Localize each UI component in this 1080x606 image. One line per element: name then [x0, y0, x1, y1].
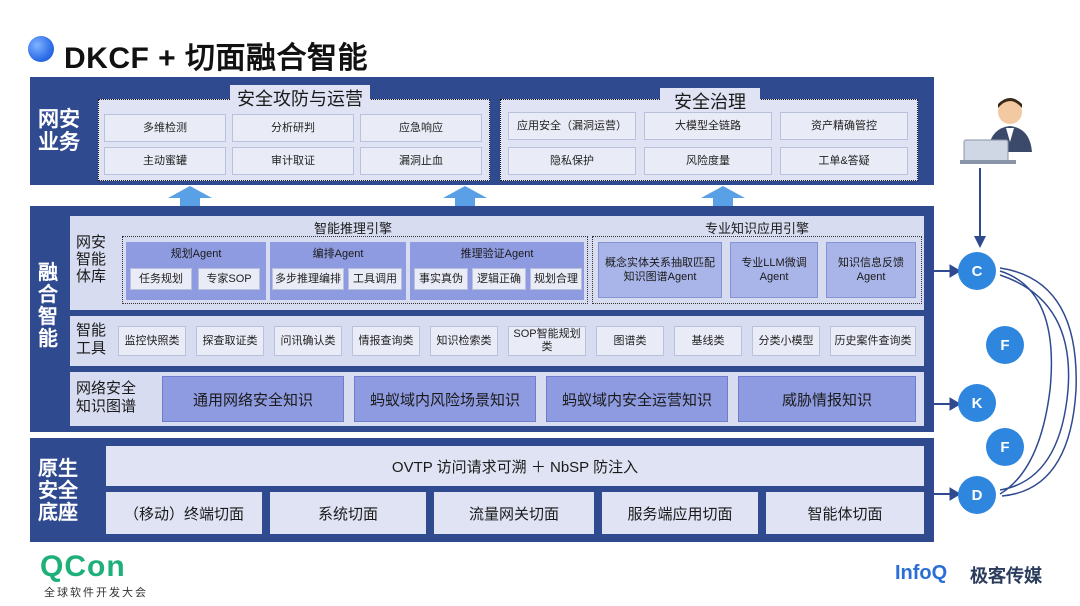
service-cell: 主动蜜罐: [104, 147, 226, 175]
loop-node-f: F: [986, 428, 1024, 466]
attack-defense-title: 安全攻防与运营: [230, 85, 370, 109]
loop-node-k: K: [958, 384, 996, 422]
agent-cell: 专家SOP: [198, 268, 260, 290]
base-cell: （移动）终端切面: [106, 492, 262, 534]
expert-agent-cell: 知识信息反馈 Agent: [826, 242, 916, 298]
tool-cell: 问讯确认类: [274, 326, 342, 356]
expert-engine-title: 专业知识应用引擎: [704, 221, 809, 236]
expert-agent-cell: 专业LLM微调 Agent: [730, 242, 818, 298]
base-cell: 系统切面: [270, 492, 426, 534]
tool-cell: 分类小模型: [752, 326, 820, 356]
service-cell: 审计取证: [232, 147, 354, 175]
qcon-subtitle: 全球软件开发大会: [44, 587, 148, 599]
agent-cell: 事实真伪: [414, 268, 468, 290]
loop-node-f: F: [986, 326, 1024, 364]
agent-lib-label: 网安 智能 体库: [76, 234, 107, 285]
base-cell: 服务端应用切面: [602, 492, 758, 534]
base-cell: 智能体切面: [766, 492, 924, 534]
service-cell: 大模型全链路: [644, 112, 772, 140]
kg-cell: 威胁情报知识: [738, 376, 916, 422]
tool-cell: SOP智能规划 类: [508, 326, 586, 356]
service-cell: 应用安全（漏洞运营）: [508, 112, 636, 140]
qcon-logo: QCon: [40, 550, 126, 583]
up-arrow-icon: [701, 186, 745, 208]
service-cell: 分析研判: [232, 114, 354, 142]
title-bullet-icon: [28, 36, 54, 62]
service-cell: 多维检测: [104, 114, 226, 142]
service-cell: 应急响应: [360, 114, 482, 142]
kg-cell: 蚂蚁域内风险场景知识: [354, 376, 536, 422]
agent-cell: 任务规划: [130, 268, 192, 290]
base-top-bar: OVTP 访问请求可溯 ＋ NbSP 防注入: [106, 446, 924, 486]
tools-label: 智能 工具: [76, 322, 107, 357]
up-arrows: [168, 186, 745, 208]
tool-cell: 知识检索类: [430, 326, 498, 356]
agent-group-title: 推理验证Agent: [460, 248, 534, 260]
tool-cell: 情报查询类: [352, 326, 420, 356]
kg-label: 网络安全 知识图谱: [76, 380, 137, 415]
page-title: DKCF + 切面融合智能: [64, 42, 369, 75]
agent-group-title: 编排Agent: [312, 248, 364, 260]
loop-diagram: [934, 98, 1077, 501]
base-layer-label: 原生 安全 底座: [38, 458, 78, 524]
loop-node-d: D: [958, 476, 996, 514]
agent-group-title: 规划Agent: [170, 248, 222, 260]
tool-cell: 历史案件查询类: [830, 326, 916, 356]
service-cell: 隐私保护: [508, 147, 636, 175]
governance-title: 安全治理: [660, 88, 760, 112]
infoq-logo: InfoQ: [895, 562, 948, 584]
geekbang-brand: 极客传媒: [970, 566, 1042, 586]
agent-cell: 逻辑正确: [472, 268, 526, 290]
expert-engine-box: [592, 236, 922, 304]
up-arrow-icon: [443, 186, 487, 208]
agent-cell: 规划合理: [530, 268, 582, 290]
tool-cell: 图谱类: [596, 326, 664, 356]
agent-cell: 多步推理编排: [272, 268, 344, 290]
service-cell: 漏洞止血: [360, 147, 482, 175]
reasoning-engine-box: [122, 236, 588, 304]
agent-cell: 工具调用: [348, 268, 402, 290]
base-cell: 流量网关切面: [434, 492, 594, 534]
tool-cell: 监控快照类: [118, 326, 186, 356]
tool-cell: 基线类: [674, 326, 742, 356]
expert-agent-cell: 概念实体关系抽取匹配 知识图谱Agent: [598, 242, 722, 298]
reasoning-engine-title: 智能推理引擎: [313, 221, 392, 236]
service-cell: 工单&答疑: [780, 147, 908, 175]
user-at-laptop-icon: [960, 98, 1032, 164]
tool-cell: 探查取证类: [196, 326, 264, 356]
service-cell: 资产精确管控: [780, 112, 908, 140]
kg-cell: 通用网络安全知识: [162, 376, 344, 422]
kg-cell: 蚂蚁域内安全运营知识: [546, 376, 728, 422]
up-arrow-icon: [168, 186, 212, 208]
loop-node-c: C: [958, 252, 996, 290]
service-layer-label: 网安 业务: [38, 108, 80, 154]
service-cell: 风险度量: [644, 147, 772, 175]
fusion-layer-label: 融 合 智 能: [38, 262, 58, 350]
